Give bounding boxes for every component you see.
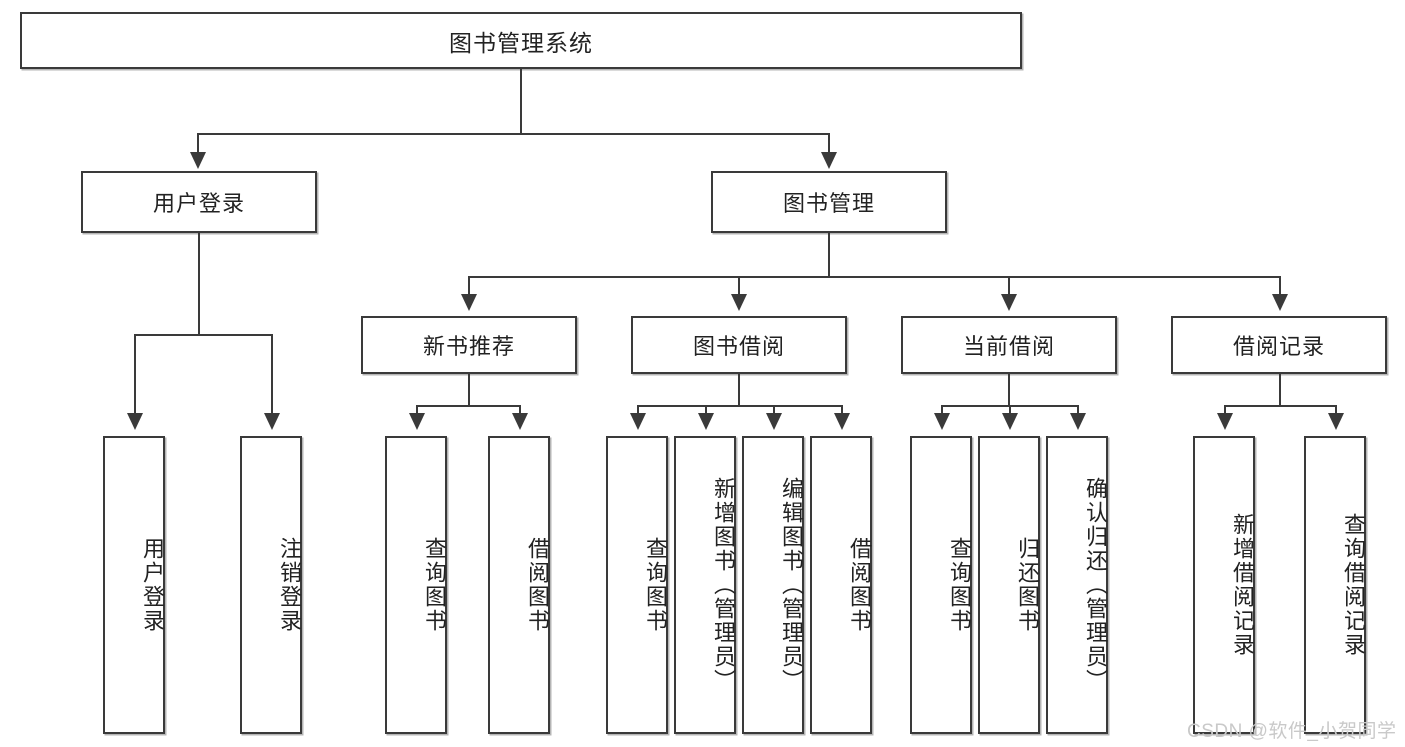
connector-book-mgmt-stem xyxy=(828,233,830,277)
leaf-current-confirm-return-admin[interactable]: 确认归还（管理员） xyxy=(1046,436,1108,734)
leaf-current-return-book[interactable]: 归还图书 xyxy=(978,436,1040,734)
arrow-root-to-book-mgmt xyxy=(821,152,837,169)
arrow-current-to-leaf-3 xyxy=(1070,413,1086,430)
arrow-current-to-leaf-1 xyxy=(934,413,950,430)
leaf-new-book-query[interactable]: 查询图书 xyxy=(385,436,447,734)
connector-new-book-to-leaf-2 xyxy=(519,405,521,418)
leaf-borrow-borrow-book[interactable]: 借阅图书 xyxy=(810,436,872,734)
connector-borrow-to-leaf-4 xyxy=(841,405,843,418)
connector-book-mgmt-bar xyxy=(468,276,1280,278)
arrow-record-to-leaf-1 xyxy=(1217,413,1233,430)
leaf-current-query-book[interactable]: 查询图书 xyxy=(910,436,972,734)
leaf-borrow-query-book[interactable]: 查询图书 xyxy=(606,436,668,734)
arrow-new-book-to-leaf-1 xyxy=(409,413,425,430)
watermark-csdn: CSDN @软件_小贺同学 xyxy=(1187,721,1397,742)
connector-borrow-to-leaf-1 xyxy=(637,405,639,418)
leaf-record-query[interactable]: 查询借阅记录 xyxy=(1304,436,1366,734)
arrow-user-login-to-leaf-2 xyxy=(264,413,280,430)
connector-current-to-leaf-2 xyxy=(1009,405,1011,418)
arrow-current-to-leaf-2 xyxy=(1002,413,1018,430)
connector-user-login-stem xyxy=(198,233,200,335)
leaf-record-add[interactable]: 新增借阅记录 xyxy=(1193,436,1255,734)
connector-root-to-book-mgmt xyxy=(828,133,830,158)
node-new-book-recommend[interactable]: 新书推荐 xyxy=(361,316,577,374)
connector-current-stem xyxy=(1008,374,1010,406)
connector-book-mgmt-to-new-book xyxy=(468,276,470,299)
connector-record-stem xyxy=(1279,374,1281,406)
connector-record-to-leaf-2 xyxy=(1335,405,1337,418)
connector-user-login-to-leaf-1 xyxy=(134,334,136,418)
arrow-user-login-to-leaf-1 xyxy=(127,413,143,430)
connector-borrow-to-leaf-3 xyxy=(773,405,775,418)
connector-borrow-bar xyxy=(637,405,842,407)
connector-borrow-stem xyxy=(738,374,740,406)
arrow-borrow-to-leaf-3 xyxy=(766,413,782,430)
connector-root-bar xyxy=(197,133,829,135)
node-book-borrow[interactable]: 图书借阅 xyxy=(631,316,847,374)
connector-new-book-bar xyxy=(416,405,520,407)
connector-root-stem xyxy=(520,69,522,134)
leaf-logout[interactable]: 注销登录 xyxy=(240,436,302,734)
connector-new-book-stem xyxy=(468,374,470,406)
connector-book-mgmt-to-borrow xyxy=(738,276,740,299)
connector-record-bar xyxy=(1224,405,1336,407)
connector-current-to-leaf-3 xyxy=(1077,405,1079,418)
connector-record-to-leaf-1 xyxy=(1224,405,1226,418)
connector-root-to-user-login xyxy=(197,133,199,158)
node-book-management[interactable]: 图书管理 xyxy=(711,171,947,233)
arrow-book-mgmt-to-record xyxy=(1272,294,1288,311)
connector-user-login-to-leaf-2 xyxy=(271,334,273,418)
node-current-borrow[interactable]: 当前借阅 xyxy=(901,316,1117,374)
arrow-borrow-to-leaf-4 xyxy=(834,413,850,430)
connector-current-to-leaf-1 xyxy=(941,405,943,418)
leaf-user-login[interactable]: 用户登录 xyxy=(103,436,165,734)
connector-book-mgmt-to-record xyxy=(1279,276,1281,299)
leaf-borrow-edit-book-admin[interactable]: 编辑图书（管理员） xyxy=(742,436,804,734)
arrow-book-mgmt-to-borrow xyxy=(731,294,747,311)
connector-new-book-to-leaf-1 xyxy=(416,405,418,418)
arrow-borrow-to-leaf-1 xyxy=(630,413,646,430)
connector-book-mgmt-to-current xyxy=(1008,276,1010,299)
node-user-login[interactable]: 用户登录 xyxy=(81,171,317,233)
arrow-record-to-leaf-2 xyxy=(1328,413,1344,430)
arrow-root-to-user-login xyxy=(190,152,206,169)
node-borrow-record[interactable]: 借阅记录 xyxy=(1171,316,1387,374)
leaf-borrow-add-book-admin[interactable]: 新增图书（管理员） xyxy=(674,436,736,734)
connector-borrow-to-leaf-2 xyxy=(705,405,707,418)
node-root-system[interactable]: 图书管理系统 xyxy=(20,12,1022,69)
arrow-book-mgmt-to-current xyxy=(1001,294,1017,311)
connector-user-login-bar xyxy=(134,334,272,336)
arrow-new-book-to-leaf-2 xyxy=(512,413,528,430)
leaf-new-book-borrow[interactable]: 借阅图书 xyxy=(488,436,550,734)
arrow-borrow-to-leaf-2 xyxy=(698,413,714,430)
arrow-book-mgmt-to-new-book xyxy=(461,294,477,311)
